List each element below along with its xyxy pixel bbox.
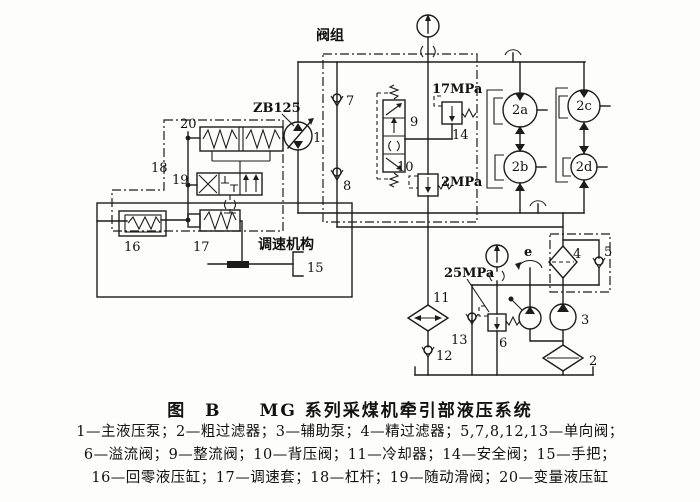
label-3: 3 xyxy=(581,313,589,328)
spring-icon xyxy=(203,210,237,231)
speed-sleeve-17: 17 xyxy=(187,209,241,255)
label-15: 15 xyxy=(307,261,324,276)
label-16: 16 xyxy=(124,240,141,255)
pressure-gauge-top xyxy=(416,14,440,58)
spring-icon xyxy=(505,315,521,327)
lever-18: 18 xyxy=(151,131,201,223)
label-7: 7 xyxy=(346,94,354,109)
label-2c: 2c xyxy=(576,99,592,114)
label-13: 13 xyxy=(451,333,468,348)
gauge-isolator-icon xyxy=(489,270,493,282)
pressure-gauge-bottom xyxy=(485,244,509,282)
check-valve-7-icon: 7 xyxy=(330,93,354,109)
spring-icon xyxy=(245,128,281,150)
spring-icon xyxy=(202,128,238,150)
spring-icon xyxy=(437,179,453,191)
label-2d: 2d xyxy=(576,160,593,175)
label-8: 8 xyxy=(343,179,351,194)
label-10: 10 xyxy=(397,160,414,175)
safety-valve-14: 17MPa 14 xyxy=(432,82,483,143)
spring-icon xyxy=(461,107,477,119)
spring-icon xyxy=(388,84,400,100)
check-valve-8-icon: 8 xyxy=(330,167,351,194)
label-17: 17 xyxy=(193,240,210,255)
legend-line-2: 6—溢流阀；9—整流阀；10—背压阀；11—冷却器；14—安全阀；15—手把； xyxy=(83,447,617,463)
aux-pump-3: 3 xyxy=(549,303,589,331)
pressure-17mpa: 17MPa xyxy=(432,82,483,97)
filter-check-box xyxy=(549,233,611,293)
coarse-filter-2-icon: 2 xyxy=(541,344,597,372)
label-19: 19 xyxy=(172,173,189,188)
speed-mechanism-box xyxy=(111,119,284,232)
label-12: 12 xyxy=(436,349,453,364)
check-valve-12-icon: 12 xyxy=(421,345,453,364)
spring-icon xyxy=(388,172,400,188)
valve-group-label: 阀组 xyxy=(316,27,344,44)
label-4: 4 xyxy=(573,247,581,262)
variable-cylinder-20: 20 xyxy=(180,117,285,152)
pressure-25mpa: 25MPa xyxy=(444,266,495,281)
label-2a: 2a xyxy=(512,103,528,118)
label-11: 11 xyxy=(433,291,450,306)
label-6: 6 xyxy=(499,336,507,351)
back-pressure-valve-10: 10 2MPa xyxy=(397,160,483,197)
pump-model-label: ZB125 xyxy=(253,101,301,116)
legend-line-1: 1—主液压泵；2—粗过滤器；3—辅助泵；4—精过滤器；5,7,8,12,13—单… xyxy=(76,424,624,440)
follower-valve-19: 19 xyxy=(172,172,263,214)
drive-shaft-e: e xyxy=(515,245,543,270)
spring-icon xyxy=(127,215,161,231)
yoke-link xyxy=(211,151,271,173)
label-e: e xyxy=(524,245,532,260)
gauge-isolator-icon xyxy=(420,45,424,58)
relief-valve-6: 25MPa 6 xyxy=(444,266,521,351)
legend-line-3: 16—回零液压缸；17—调速套；18—杠杆；19—随动滑阀；20—变量液压缸 xyxy=(91,470,609,486)
pipe-lines xyxy=(297,36,611,376)
speed-mechanism: 20 19 18 xyxy=(96,117,324,277)
zb125-pointer xyxy=(281,113,295,127)
charge-pump-icon xyxy=(508,296,542,330)
label-5: 5 xyxy=(604,245,612,260)
rectifier-valve-9: 9 xyxy=(376,84,418,188)
figure-caption: 图 B MG 系列采煤机牵引部液压系统 1—主液压泵；2—粗过滤器；3—辅助泵；… xyxy=(0,396,700,490)
power-unit: 11 12 13 25MPa xyxy=(406,244,612,372)
valve-group: 阀组 7 8 9 xyxy=(316,27,483,197)
check-valve-13-icon: 13 xyxy=(451,312,479,348)
cooler-11-icon: 11 xyxy=(406,291,450,332)
main-pump-1: ZB125 1 xyxy=(253,101,321,151)
valve-group-box xyxy=(322,53,478,223)
fine-filter-4-icon: 4 xyxy=(548,244,581,280)
traction-motors: 2a 2b 2c 2d xyxy=(486,49,601,214)
label-9: 9 xyxy=(410,115,418,130)
label-18: 18 xyxy=(151,161,168,176)
handle-15: 15 xyxy=(207,220,324,277)
label-1: 1 xyxy=(313,131,321,146)
label-2: 2 xyxy=(589,354,597,369)
check-valve-5-icon: 5 xyxy=(592,245,612,270)
pressure-2mpa: 2MPa xyxy=(441,175,483,190)
label-20: 20 xyxy=(180,117,197,132)
figure-title: 图 B MG 系列采煤机牵引部液压系统 xyxy=(167,401,533,421)
label-14: 14 xyxy=(452,128,469,143)
label-2b: 2b xyxy=(512,160,529,175)
speed-mechanism-label: 调速机构 xyxy=(258,236,314,253)
zero-cylinder-16: 16 xyxy=(96,210,189,255)
pressure-pointer xyxy=(466,278,490,313)
